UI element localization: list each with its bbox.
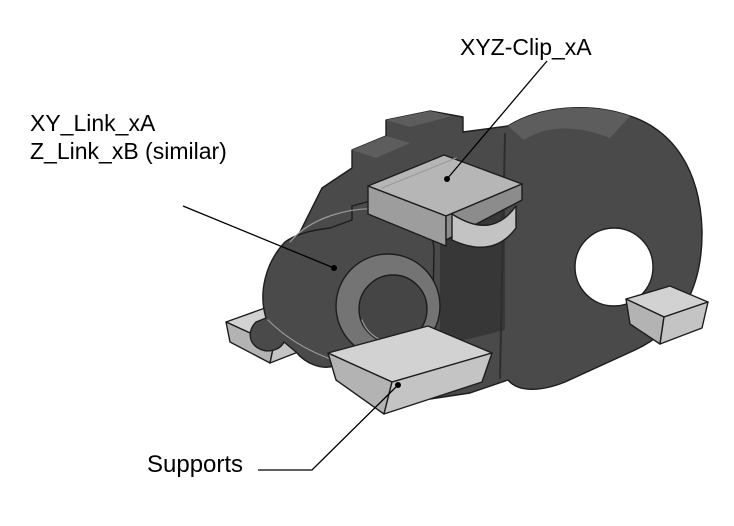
label-link-line2: Z_Link_xB (similar) [30,138,227,164]
clip-part [367,154,523,248]
support-right [625,285,709,345]
clip-front-face [367,185,447,247]
clip-latch [451,205,517,248]
label-link: XY_Link_xA Z_Link_xB (similar) [30,109,227,165]
clip-ridge-edge [381,157,457,189]
leader-line-link [182,205,335,269]
support-right-side-face [659,301,709,345]
support-front-center [327,325,493,415]
top-facet-lobe [508,107,630,140]
leader-dot-supports [395,382,401,388]
leader-line-clip [446,60,548,180]
leader-dot-link [331,265,337,271]
label-link-line1: XY_Link_xA [30,110,156,136]
leader-dot-clip [444,176,450,182]
top-facet-step1 [352,136,410,158]
callout-leaders [182,60,548,471]
top-facet-step2 [386,111,452,127]
support-front-right-face [383,352,493,415]
inner-vertical-edge [499,133,506,379]
right-plate-hole [574,227,654,307]
label-clip: XYZ-Clip_xA [460,34,592,60]
leader-line-supports [258,384,399,471]
label-supports: Supports [147,451,244,478]
